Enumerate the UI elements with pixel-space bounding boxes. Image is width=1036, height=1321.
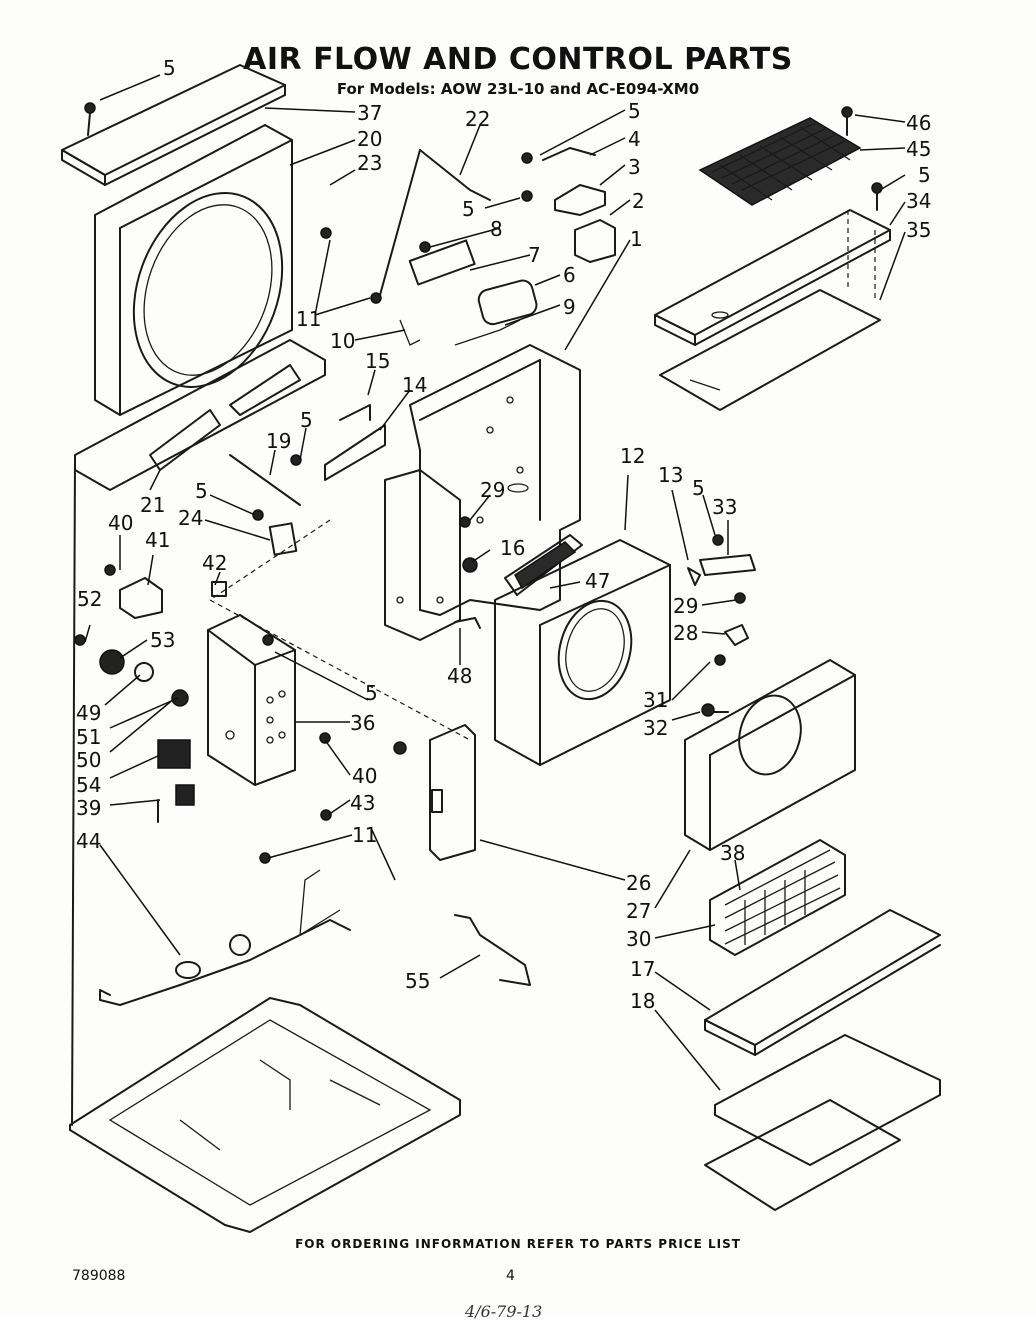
callout-5: 5: [300, 408, 313, 432]
callout-36: 36: [350, 711, 375, 735]
callout-54: 54: [76, 773, 101, 797]
page-title: AIR FLOW AND CONTROL PARTS: [243, 42, 793, 77]
vent-door-part-47: [504, 534, 583, 596]
callout-44: 44: [76, 829, 101, 853]
callout-numbers: 5 37 20 23 22 5 4 3 5 2 8 7 6 1 9 11 10 …: [76, 56, 931, 1013]
small-parts: [99, 147, 756, 986]
callout-49: 49: [76, 701, 101, 725]
callout-32: 32: [643, 716, 668, 740]
callout-22: 22: [465, 107, 490, 131]
callout-5: 5: [163, 56, 176, 80]
partition-part-12: [494, 539, 671, 766]
callout-52: 52: [77, 587, 102, 611]
callout-39: 39: [76, 796, 101, 820]
callout-30: 30: [626, 927, 651, 951]
callout-47: 47: [585, 569, 610, 593]
callout-3: 3: [628, 155, 641, 179]
callout-19: 19: [266, 429, 291, 453]
callout-4: 4: [628, 127, 641, 151]
callout-20: 20: [357, 127, 382, 151]
callout-23: 23: [357, 151, 382, 175]
callout-37: 37: [357, 101, 382, 125]
callout-40: 40: [352, 764, 377, 788]
callout-31: 31: [643, 688, 668, 712]
screws: [74, 102, 883, 864]
model-subtitle: For Models: AOW 23L-10 and AC-E094-XM0: [336, 80, 700, 98]
callout-51: 51: [76, 725, 101, 749]
callout-53: 53: [150, 628, 175, 652]
callout-5: 5: [365, 681, 378, 705]
fan-shroud-part-20: [94, 124, 293, 416]
document-number: 789088: [72, 1268, 126, 1284]
callout-18: 18: [630, 989, 655, 1013]
base-tray-part-21: [74, 339, 326, 491]
callout-2: 2: [632, 189, 645, 213]
callout-10: 10: [330, 329, 355, 353]
control-bracket-part-36: [207, 614, 296, 786]
callout-11: 11: [296, 307, 321, 331]
callout-5: 5: [195, 479, 208, 503]
top-cover-part-37: [61, 64, 286, 186]
callout-5: 5: [918, 163, 931, 187]
callout-12: 12: [620, 444, 645, 468]
callout-17: 17: [630, 957, 655, 981]
callout-26: 26: [626, 871, 651, 895]
callout-46: 46: [906, 111, 931, 135]
callout-15: 15: [365, 349, 390, 373]
divider-plate-part-18: [704, 1034, 941, 1211]
callout-21: 21: [140, 493, 165, 517]
callout-16: 16: [500, 536, 525, 560]
ordering-info-note: FOR ORDERING INFORMATION REFER TO PARTS …: [295, 1237, 741, 1251]
callout-27: 27: [626, 899, 651, 923]
drain-pan-part-17: [704, 909, 941, 1056]
callout-1: 1: [630, 227, 643, 251]
bulkhead-part-1: [384, 344, 581, 641]
callout-34: 34: [906, 189, 931, 213]
callout-55: 55: [405, 969, 430, 993]
callout-5: 5: [462, 197, 475, 221]
callout-24: 24: [178, 506, 203, 530]
page-number: 4: [506, 1268, 515, 1284]
leader-lines: [84, 74, 906, 1091]
filter-grille-part-45: [698, 117, 862, 206]
heater-coil-part-30: [709, 839, 846, 956]
callout-33: 33: [712, 495, 737, 519]
callout-9: 9: [563, 295, 576, 319]
callout-29: 29: [673, 594, 698, 618]
callout-28: 28: [673, 621, 698, 645]
cabinet-outline: [69, 459, 471, 1233]
handwritten-note: 4/6-79-13: [465, 1302, 543, 1321]
louver-plate-part-35: [659, 210, 881, 411]
callout-35: 35: [906, 218, 931, 242]
callout-5: 5: [628, 99, 641, 123]
callout-13: 13: [658, 463, 683, 487]
callout-50: 50: [76, 748, 101, 772]
top-rail-part-34: [654, 209, 891, 346]
callout-40: 40: [108, 511, 133, 535]
power-cord-part-44: [99, 869, 351, 1006]
frame-part-26: [684, 659, 856, 851]
callout-29: 29: [480, 478, 505, 502]
callout-8: 8: [490, 217, 503, 241]
callout-43: 43: [350, 791, 375, 815]
callout-41: 41: [145, 528, 170, 552]
callout-48: 48: [447, 664, 472, 688]
callout-42: 42: [202, 551, 227, 575]
callout-6: 6: [563, 263, 576, 287]
callout-45: 45: [906, 137, 931, 161]
callout-38: 38: [720, 841, 745, 865]
callout-7: 7: [528, 243, 541, 267]
callout-14: 14: [402, 373, 427, 397]
callout-11: 11: [352, 823, 377, 847]
callout-5: 5: [692, 476, 705, 500]
